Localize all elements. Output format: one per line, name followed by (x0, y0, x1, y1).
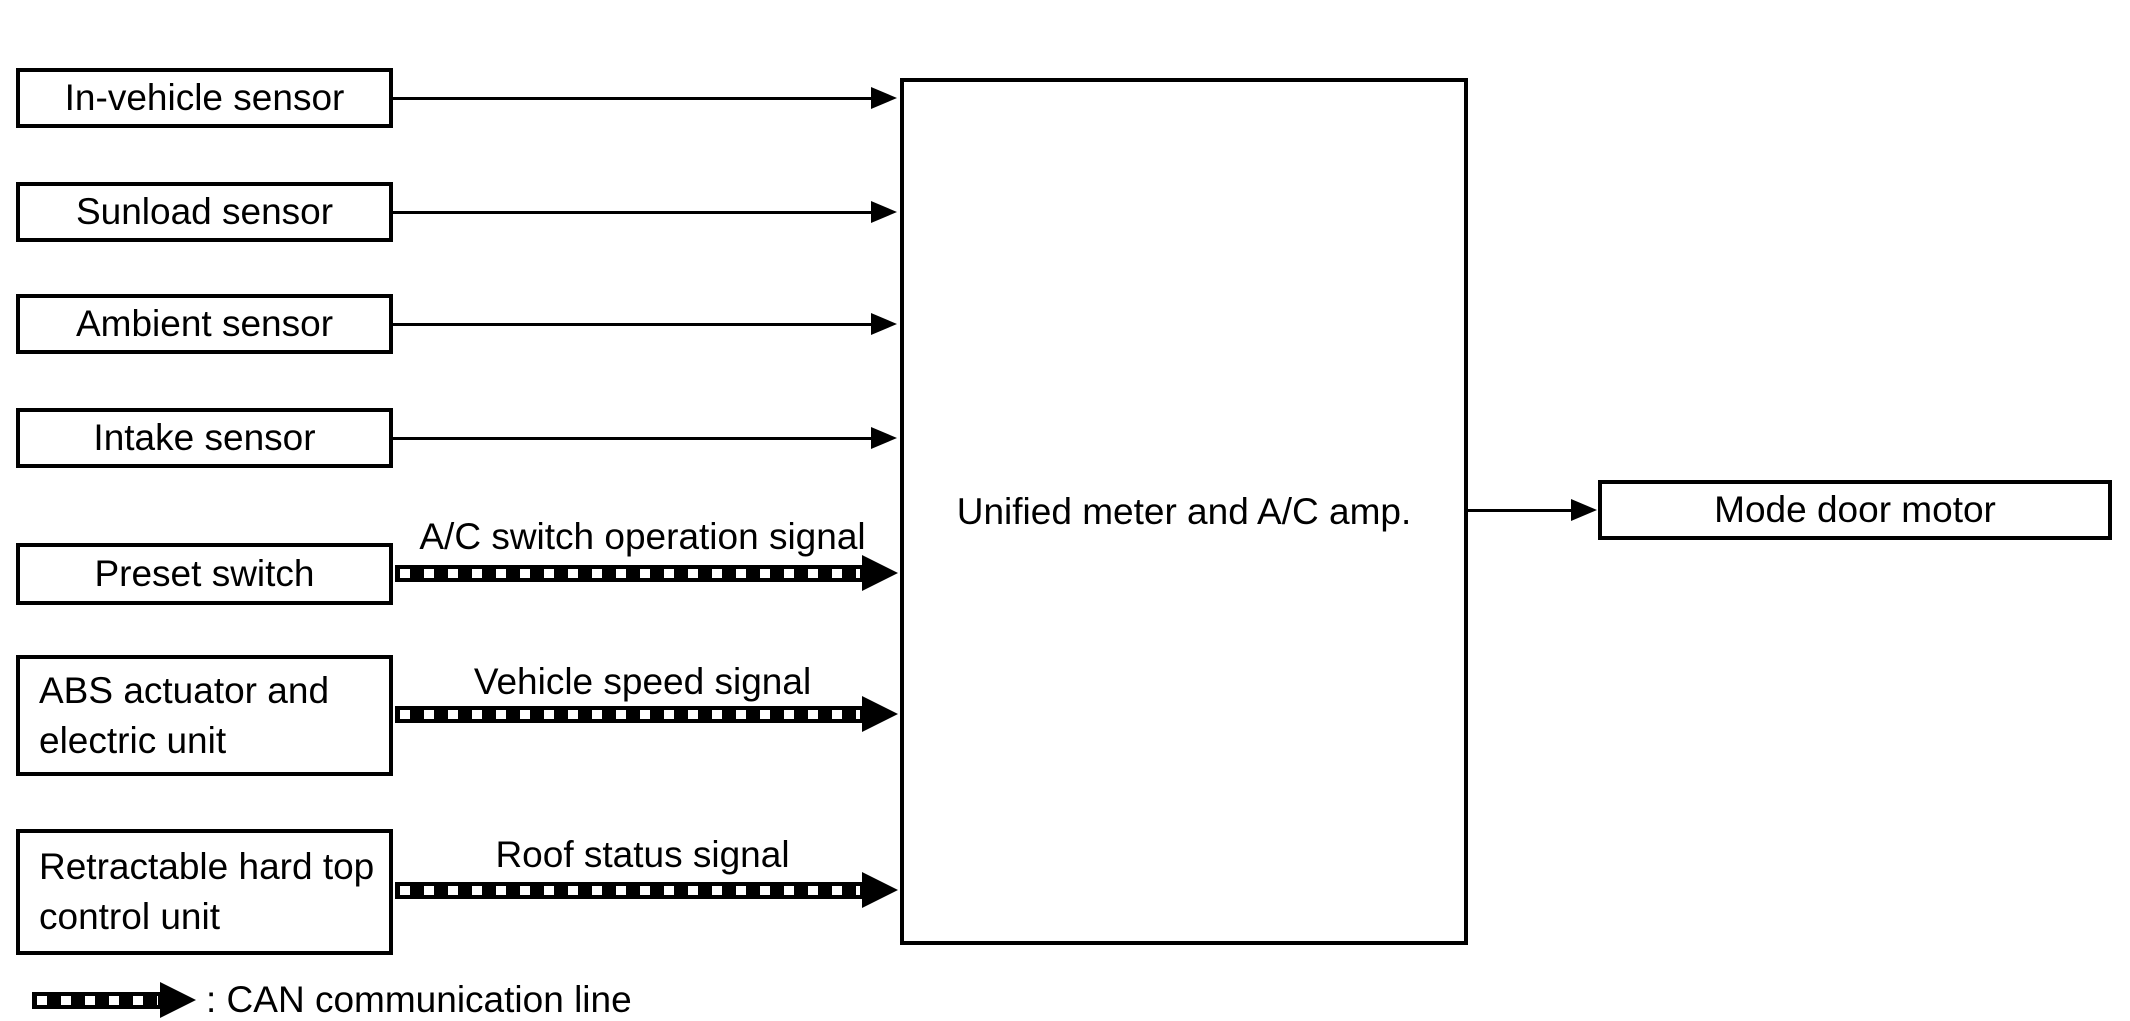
legend-can-communication-label: : CAN communication line (206, 979, 632, 1020)
box-abs-actuator-electric-unit: ABS actuator and electric unit (16, 655, 393, 776)
box-preset-switch: Preset switch (16, 543, 393, 605)
legend-can-arrow-icon (32, 982, 196, 1018)
signal-label-ac-switch-operation: A/C switch operation signal (419, 516, 866, 557)
box-unified-meter-ac-amp: Unified meter and A/C amp. (900, 78, 1468, 945)
can-arrow-abs-actuator (395, 696, 898, 732)
arrow-in-vehicle-sensor (393, 87, 897, 109)
box-in-vehicle-sensor: In-vehicle sensor (16, 68, 393, 128)
box-sunload-sensor: Sunload sensor (16, 182, 393, 242)
box-mode-door-motor: Mode door motor (1598, 480, 2112, 540)
arrow-mode-door-motor (1468, 499, 1597, 521)
arrow-sunload-sensor (393, 201, 897, 223)
arrow-ambient-sensor (393, 313, 897, 335)
can-arrow-preset-switch (395, 555, 898, 591)
can-arrow-retractable-hard-top (395, 872, 898, 908)
arrow-intake-sensor (393, 427, 897, 449)
signal-label-vehicle-speed: Vehicle speed signal (473, 661, 812, 702)
box-ambient-sensor: Ambient sensor (16, 294, 393, 354)
signal-label-roof-status: Roof status signal (495, 834, 790, 875)
box-intake-sensor: Intake sensor (16, 408, 393, 468)
box-retractable-hard-top-control-unit: Retractable hard top control unit (16, 829, 393, 955)
